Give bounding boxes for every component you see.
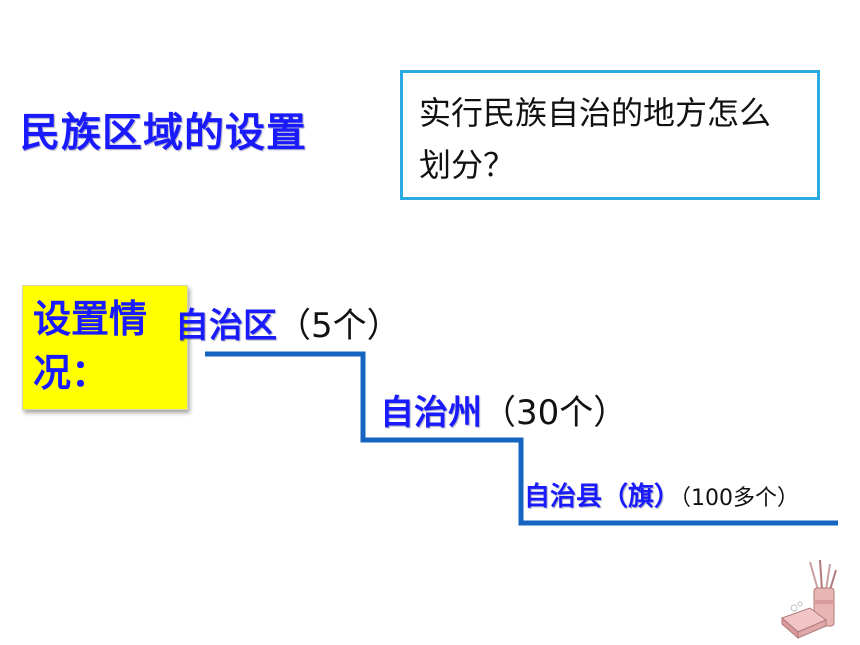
level-autonomous-region: 自治区（5个） xyxy=(175,298,401,347)
level-count: （30个） xyxy=(482,393,628,433)
level-autonomous-prefecture: 自治州（30个） xyxy=(380,385,627,434)
level-count: （5个） xyxy=(277,306,401,346)
level-name: 自治县（旗） xyxy=(524,482,681,512)
level-autonomous-county: 自治县（旗）（100多个） xyxy=(524,476,799,513)
page-title: 民族区域的设置 xyxy=(20,110,307,156)
level-name: 自治州 xyxy=(380,393,482,433)
situation-label: 设置情况： xyxy=(22,285,188,410)
question-box: 实行民族自治的地方怎么划分？ xyxy=(400,70,820,200)
level-count: （100多个） xyxy=(680,486,800,511)
pencil-cup-icon xyxy=(781,560,837,640)
level-name: 自治区 xyxy=(175,306,277,346)
